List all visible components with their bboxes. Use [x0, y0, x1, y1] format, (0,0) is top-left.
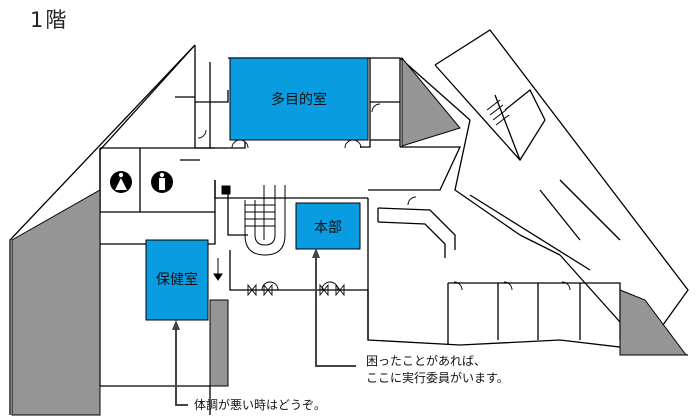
doors — [197, 103, 571, 291]
east-stair-icon — [486, 99, 510, 126]
arrow-down-icon — [213, 258, 223, 281]
leader-lines — [175, 252, 356, 406]
grey-area-north — [401, 56, 461, 147]
male-restroom-icon — [151, 171, 173, 193]
floor-title: 1階 — [30, 8, 69, 32]
room-headquarters[interactable] — [295, 202, 361, 250]
room-multipurpose[interactable] — [229, 57, 369, 141]
headquarters-leader-arrow — [312, 248, 320, 258]
staircase-icon — [221, 185, 286, 256]
room-headquarters-label: 本部 — [314, 220, 342, 236]
nurse-note: 体調が悪い時はどうぞ。 — [194, 397, 326, 412]
grey-area-nurse — [209, 299, 229, 387]
room-nurse[interactable] — [145, 239, 209, 321]
corridor-doors — [247, 283, 345, 297]
grey-area-west — [11, 189, 101, 416]
nurse-leader-arrow — [172, 320, 180, 330]
headquarters-note-line2: ここに実行委員がいます。 — [366, 370, 509, 385]
female-restroom-icon — [110, 171, 132, 193]
grey-areas — [11, 56, 687, 416]
grey-area-east — [619, 289, 687, 356]
room-nurse-label: 保健室 — [156, 271, 198, 288]
headquarters-leader — [315, 252, 356, 367]
nurse-leader — [175, 324, 188, 406]
room-multipurpose-label: 多目的室 — [271, 91, 327, 108]
headquarters-note-line1: 困ったことがあれば、 — [366, 353, 486, 368]
